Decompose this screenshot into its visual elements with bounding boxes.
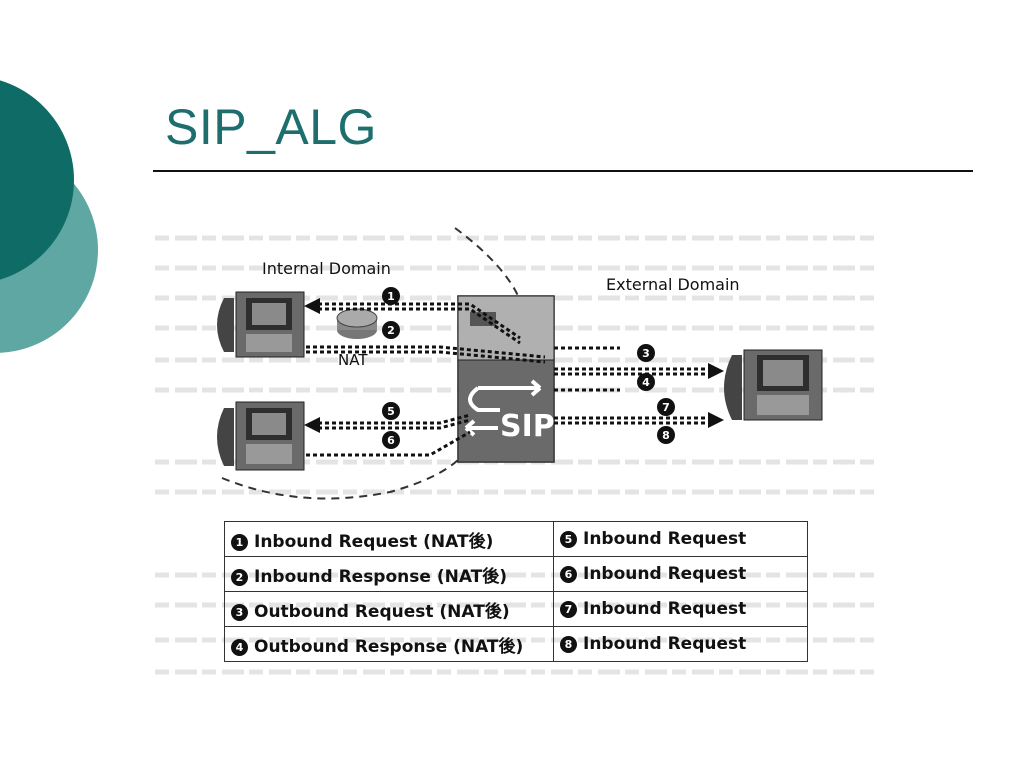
step-number-badge: 1 [231, 533, 248, 551]
legend-row: 1 Inbound Request (NAT後) 5 Inbound Request [224, 521, 808, 557]
step-number-badge: 8 [560, 636, 577, 653]
legend-row: 4 Outbound Response (NAT後) 8 Inbound Reque… [224, 626, 808, 662]
svg-text:5: 5 [387, 405, 395, 418]
step-marker-8: 8 [657, 426, 675, 444]
step-marker-7: 7 [657, 398, 675, 416]
step-marker-3: 3 [637, 344, 655, 362]
step-number-badge: 5 [560, 531, 577, 548]
legend-row: 3 Outbound Request (NAT後) 7 Inbound Reques… [224, 591, 808, 627]
svg-text:4: 4 [642, 376, 650, 389]
legend-cell: 5 Inbound Request [553, 521, 808, 557]
external-domain-label: External Domain [606, 275, 740, 294]
legend-text: Outbound Response (NAT後) [254, 636, 524, 657]
phone-icon-external [724, 349, 823, 421]
svg-text:1: 1 [387, 290, 395, 303]
step-number-badge: 3 [231, 603, 248, 621]
legend-cell: 1 Inbound Request (NAT後) [224, 521, 554, 557]
legend-text: Outbound Request (NAT後) [254, 601, 510, 622]
step-marker-5: 5 [382, 402, 400, 420]
legend-cell: 4 Outbound Response (NAT後) [224, 626, 554, 662]
phone-icon-internal-top [217, 291, 305, 358]
slide-title: SIP_ALG [165, 99, 377, 155]
sip-label: SIP [500, 409, 555, 444]
legend-text: Inbound Request [583, 599, 747, 619]
step-number-badge: 6 [560, 566, 577, 583]
legend-cell: 6 Inbound Request [553, 556, 808, 592]
step-marker-1: 1 [382, 287, 400, 305]
legend-text: Inbound Response (NAT後) [254, 566, 508, 587]
nat-label: NAT [338, 351, 368, 369]
svg-text:6: 6 [387, 434, 395, 447]
svg-text:7: 7 [662, 401, 670, 414]
legend-cell: 8 Inbound Request [553, 626, 808, 662]
step-marker-2: 2 [382, 321, 400, 339]
legend-text: Inbound Request [583, 634, 747, 654]
title-divider [153, 170, 973, 172]
domain-boundary-upper [454, 227, 521, 301]
router-icon-nat [336, 308, 378, 339]
svg-text:8: 8 [662, 429, 670, 442]
legend-cell: 2 Inbound Response (NAT後) [224, 556, 554, 592]
step-number-badge: 7 [560, 601, 577, 618]
legend-text: Inbound Request [583, 564, 747, 584]
svg-text:3: 3 [642, 347, 650, 360]
flow-lines [306, 302, 712, 457]
phone-icon-internal-bottom [217, 401, 305, 471]
step-number-badge: 2 [231, 568, 248, 586]
svg-text:2: 2 [387, 324, 395, 337]
step-marker-6: 6 [382, 431, 400, 449]
internal-domain-label: Internal Domain [262, 259, 391, 278]
step-number-badge: 4 [231, 638, 248, 656]
step-marker-4: 4 [637, 373, 655, 391]
legend-cell: 3 Outbound Request (NAT後) [224, 591, 554, 627]
flow-arrowheads [304, 298, 724, 433]
domain-boundary-lower [221, 457, 461, 500]
decor-circle-dark [0, 80, 74, 280]
legend-text: Inbound Request [583, 529, 747, 549]
legend-cell: 7 Inbound Request [553, 591, 808, 627]
legend-row: 2 Inbound Response (NAT後) 6 Inbound Reques… [224, 556, 808, 592]
legend-text: Inbound Request (NAT後) [254, 531, 494, 552]
